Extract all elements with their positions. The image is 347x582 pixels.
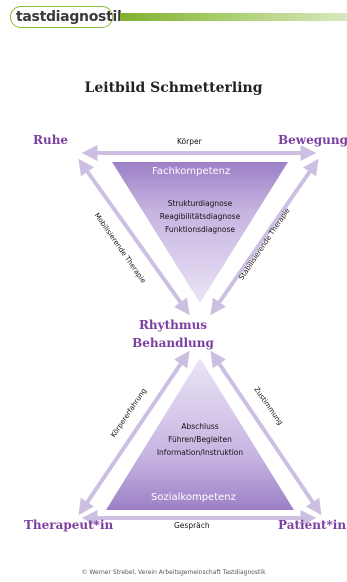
top-item: Reagibilitätsdiagnose bbox=[159, 212, 241, 221]
top-item: Strukturdiagnose bbox=[167, 199, 233, 208]
arrow-bottom-right-edge bbox=[210, 350, 322, 516]
center-behandlung: Behandlung bbox=[132, 336, 214, 350]
corner-patient: Patient*in bbox=[278, 518, 347, 532]
logo-badge bbox=[10, 6, 113, 28]
arrow-top-right-edge bbox=[210, 158, 319, 316]
corner-therapeut: Therapeut*in bbox=[24, 518, 114, 532]
bottom-item-list: Abschluss Führen/Begleiten Information/I… bbox=[130, 422, 270, 461]
top-item: Funktionsdiagnose bbox=[164, 225, 236, 234]
bottom-item: Abschluss bbox=[181, 422, 219, 431]
arrow-top-left-edge bbox=[78, 158, 190, 316]
sozialkompetenz-label: Sozialkompetenz bbox=[151, 492, 236, 503]
copyright-footer: © Werner Strebel, Verein Arbeitsgemeinsc… bbox=[81, 569, 266, 576]
logo-text: tastdiagnostik bbox=[16, 9, 126, 25]
corner-bewegung: Bewegung bbox=[278, 133, 347, 147]
center-rhythmus: Rhythmus bbox=[138, 318, 208, 332]
bottom-item: Information/Instruktion bbox=[156, 448, 244, 457]
corner-ruhe: Ruhe bbox=[33, 133, 69, 147]
logo-bar bbox=[120, 13, 347, 21]
edge-label-koerper: Körper bbox=[177, 137, 202, 146]
bottom-item: Führen/Begleiten bbox=[168, 435, 232, 444]
arrow-bottom-left-edge bbox=[78, 350, 190, 516]
page-title: Leitbild Schmetterling bbox=[84, 80, 263, 96]
fachkompetenz-label: Fachkompetenz bbox=[152, 166, 231, 177]
edge-label-gespraech: Gespräch bbox=[174, 521, 210, 530]
top-item-list: Strukturdiagnose Reagibilitätsdiagnose F… bbox=[130, 199, 270, 238]
